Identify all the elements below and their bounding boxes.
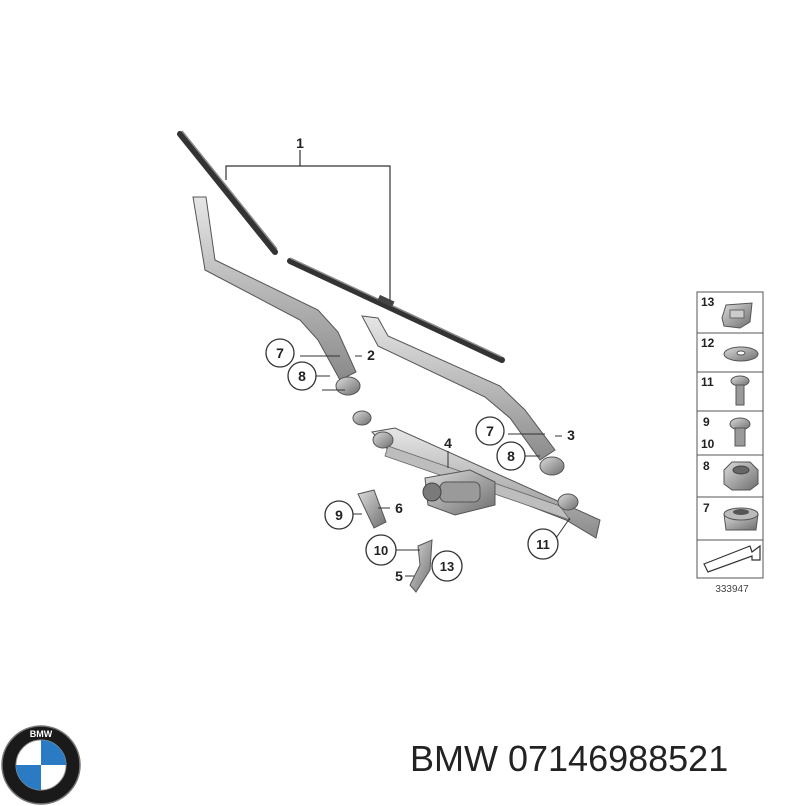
legend-row-9: 9 — [703, 415, 710, 429]
callout-bracket-1 — [225, 150, 391, 300]
cap-nut-icon — [723, 507, 759, 531]
callout-1: 1 — [296, 135, 304, 151]
parts-legend: 13 12 11 9 10 8 7 — [696, 291, 764, 595]
callout-3: 3 — [567, 427, 575, 443]
callout-2: 2 — [367, 347, 375, 363]
callout-circles — [265, 338, 559, 582]
leader-lines — [300, 355, 571, 577]
washer-icon — [723, 346, 759, 362]
callout-8a: 8 — [298, 368, 306, 384]
wiper-blade-right — [287, 257, 505, 363]
bmw-logo-lettering: BMW — [30, 729, 53, 739]
legend-row-7: 7 — [703, 501, 710, 515]
wiper-linkage — [352, 410, 601, 539]
legend-row-11: 11 — [701, 375, 714, 389]
part-number-label: BMW 07146988521 — [410, 738, 729, 779]
legend-row-10: 10 — [701, 437, 715, 451]
arrow-icon — [703, 544, 761, 573]
callout-5: 5 — [395, 568, 403, 584]
screw-icon — [730, 375, 750, 406]
callout-13: 13 — [440, 559, 454, 574]
callout-8b: 8 — [507, 448, 515, 464]
legend-row-12: 12 — [701, 336, 715, 350]
diagram-reference-number: 333947 — [715, 584, 749, 595]
callout-6: 6 — [395, 500, 403, 516]
callout-7b: 7 — [486, 423, 494, 439]
callout-4: 4 — [444, 435, 452, 451]
callout-7a: 7 — [276, 345, 284, 361]
clip-nut-icon — [721, 302, 753, 329]
callout-9: 9 — [335, 507, 343, 523]
hex-nut-icon — [723, 461, 759, 491]
callout-11: 11 — [536, 537, 550, 552]
legend-row-13: 13 — [701, 295, 715, 309]
bmw-logo: BMW — [1, 725, 81, 805]
wiper-blade-left — [177, 130, 278, 255]
legend-row-8: 8 — [703, 459, 710, 473]
callout-10: 10 — [374, 543, 388, 558]
bolt-icon — [729, 417, 751, 447]
small-bracket-parts — [357, 489, 433, 593]
wiper-arm-right — [361, 315, 565, 476]
